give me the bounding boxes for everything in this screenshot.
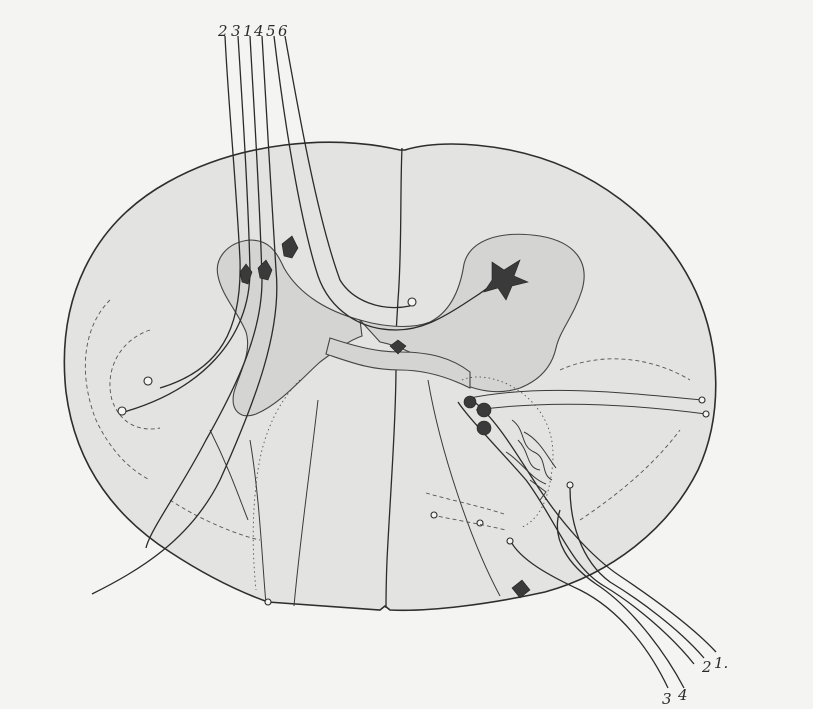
label-bottom-1: 1. [714,654,728,672]
fiber-terminal-lateral-right-2 [703,411,709,417]
fiber-terminal-ventral-midline [265,599,271,605]
motor-cell-3 [477,421,491,435]
label-bottom-3: 3 [662,690,672,708]
fiber-terminal-lateral-right-1 [699,397,705,403]
label-top-4: 4 [253,22,264,40]
spinal-cord-outline [64,142,715,610]
fiber-terminal-left-upper [144,377,152,385]
label-top-6: 6 [278,22,288,40]
label-top-2: 3 [231,22,241,40]
fiber-terminal-ventral-4 [431,512,437,518]
label-top-5: 5 [266,22,276,40]
label-top-1: 2 [217,22,228,40]
fiber-terminal-left-lower [118,407,126,415]
motor-cell-1 [464,396,476,408]
fiber-terminal-ventral-1 [567,482,573,488]
fiber-terminal-ventral-2 [507,538,513,544]
label-bottom-4: 4 [677,686,688,704]
label-bottom-2: 2 [701,658,712,676]
label-top-3: 1 [243,22,253,40]
fiber-terminal-dorsal-commissure [408,298,416,306]
motor-cell-2 [477,403,491,417]
